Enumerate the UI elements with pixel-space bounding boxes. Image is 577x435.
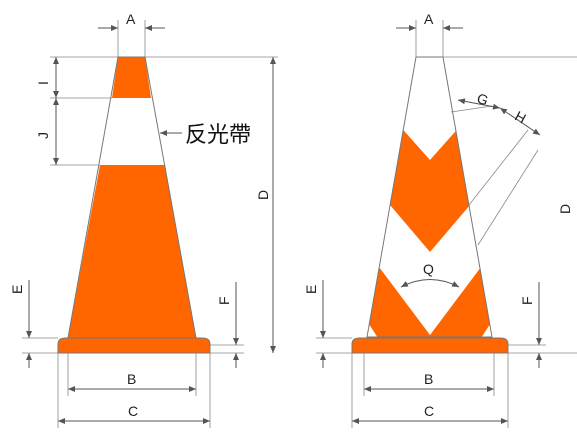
left-cone [57,56,211,354]
left-dim-d-label: D [255,190,271,200]
left-dim-j-label: J [35,132,51,139]
left-dim-i-label: I [35,81,51,85]
right-cone [351,56,509,354]
right-dim-g-label: G [475,90,491,109]
left-dimensions: A D I J 反光帶 E F B [9,11,278,428]
right-dim-d-label: D [557,204,573,214]
left-cone-tip [112,57,151,98]
left-cone-base [57,337,211,354]
right-dim-e-label: E [303,285,319,294]
right-dim-c-label: C [424,403,434,419]
left-dim-e-label: E [9,285,25,294]
right-dim-a-label: A [424,11,434,27]
right-dim-q-label: Q [423,261,434,277]
right-dim-f-label: F [519,296,535,305]
reflective-band-label: 反光帶 [185,122,251,147]
left-cone-body-lower [68,165,196,338]
left-dim-f-label: F [216,296,232,305]
right-dimensions: A D G H Q E F B [303,11,577,428]
left-cone-band-upper [108,98,155,120]
left-dim-c-label: C [128,403,138,419]
right-dim-b-label: B [424,371,433,387]
left-dim-a-label: A [126,11,136,27]
right-dim-h-label: H [512,108,528,127]
left-cone-band-reflective [100,120,165,165]
right-cone-chevron-lower [367,255,492,337]
left-dim-b-label: B [127,371,136,387]
right-cone-chevron-upper [390,115,470,252]
right-cone-base [351,337,509,354]
